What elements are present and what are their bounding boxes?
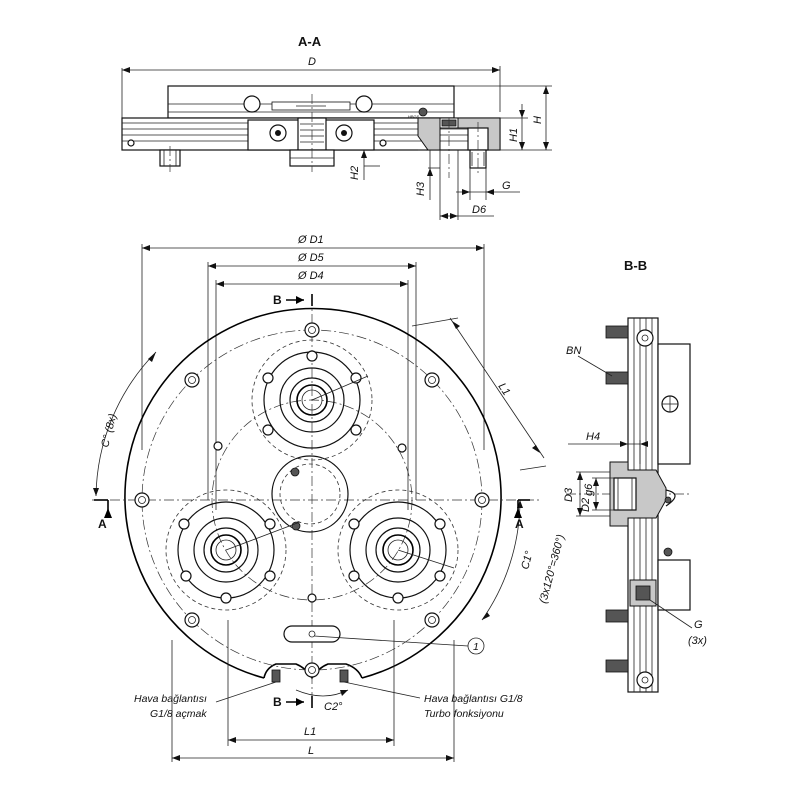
dim-c2: C2° (324, 701, 343, 713)
dim-h: H (532, 116, 544, 124)
dim-l: L (308, 745, 314, 757)
dim-l1-diag: L1 (496, 381, 513, 398)
dim-h2: H2 (349, 166, 361, 180)
section-aa-title: A-A (298, 34, 322, 49)
air-open-line2: G1/8 açmak (150, 708, 207, 720)
dim-d: D (308, 56, 316, 68)
item-number-1: 1 (473, 641, 479, 653)
dim-g-3x-2: (3x) (688, 635, 707, 647)
chuck-module-top (251, 339, 373, 461)
dim-h3: H3 (415, 181, 427, 196)
dim-c1: C1° (519, 549, 536, 571)
dim-l1: L1 (304, 726, 316, 738)
dim-d2-tol: g6 (583, 483, 595, 496)
dim-d4: Ø D4 (297, 270, 324, 282)
section-mark-a-left: A (98, 517, 107, 531)
section-mark-b-bottom: B (273, 695, 282, 709)
dim-d2: D2 (580, 498, 592, 512)
section-aa-view: A-A D HBGS (121, 34, 552, 220)
dim-c-8x: C° (8x) (99, 412, 119, 449)
chuck-module-right (337, 489, 459, 611)
dim-g-3x-1: G (694, 619, 703, 631)
air-turbo-line2: Turbo fonksiyonu (424, 708, 504, 720)
dim-h1: H1 (508, 128, 520, 142)
dim-d5: Ø D5 (297, 252, 325, 264)
plan-view: Ø D1 Ø D5 Ø D4 (92, 234, 567, 762)
mounting-holes (134, 322, 490, 678)
dim-d1: Ø D1 (297, 234, 324, 246)
dim-h4: H4 (586, 431, 600, 443)
dim-g: G (502, 180, 511, 192)
dim-c1-note: (3x120°=360°) (537, 533, 567, 605)
dim-bn: BN (566, 345, 581, 357)
air-turbo-line1: Hava bağlantısı G1/8 (424, 693, 523, 705)
section-mark-a-right: A (515, 517, 524, 531)
chuck-module-left (165, 489, 287, 611)
section-bb-view: B-B BN (563, 258, 707, 693)
section-mark-b-top: B (273, 293, 282, 307)
svg-text:HBGS: HBGS (408, 114, 420, 119)
section-bb-title: B-B (624, 258, 647, 273)
dim-d3: D3 (563, 487, 575, 502)
air-open-line1: Hava bağlantısı (134, 693, 207, 705)
dim-d6: D6 (472, 204, 487, 216)
